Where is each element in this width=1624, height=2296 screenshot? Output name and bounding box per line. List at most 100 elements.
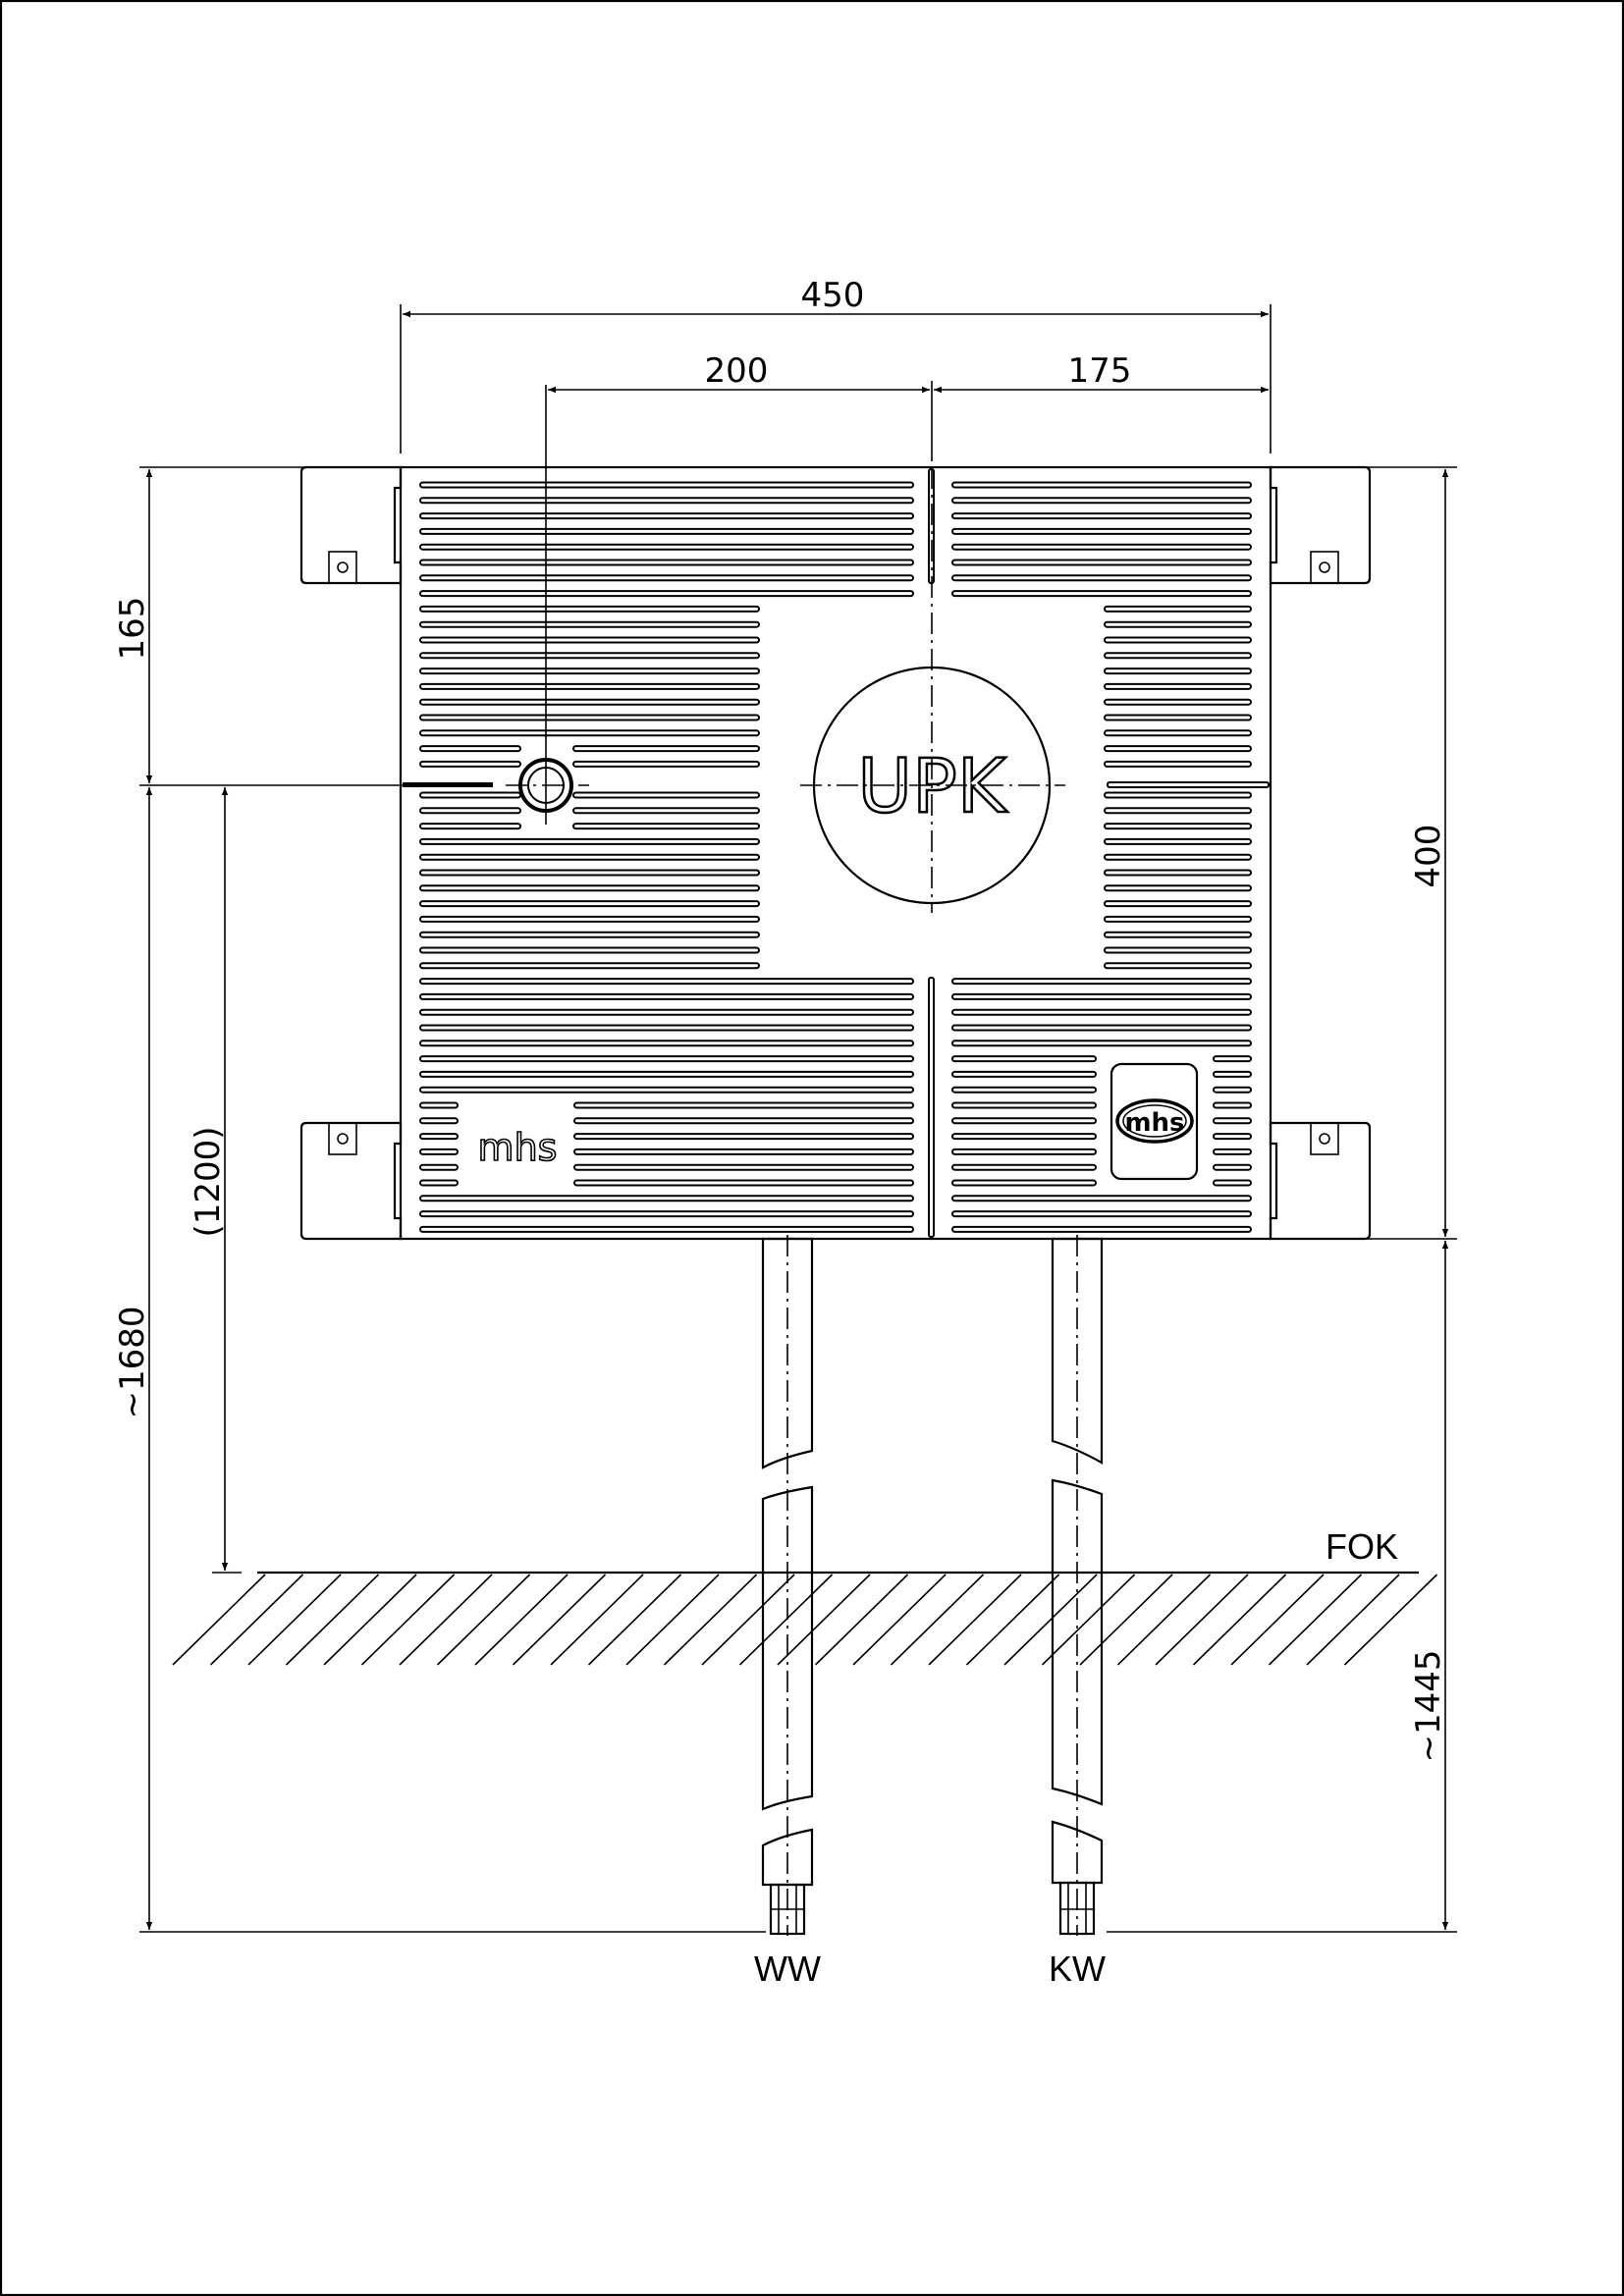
mhs-logo-plate-right: mhs [1110, 1062, 1199, 1181]
rib [419, 527, 914, 535]
rib [572, 760, 760, 768]
mounting-bracket-bottom-right [1269, 1121, 1372, 1241]
rib [419, 1086, 914, 1094]
hatch-line [1268, 1574, 1363, 1666]
rib [419, 1024, 914, 1032]
hatch-line [1003, 1574, 1098, 1666]
rib [572, 823, 760, 830]
rib [1104, 869, 1252, 877]
rib [1104, 946, 1252, 954]
rib [419, 1179, 459, 1187]
rib [1104, 807, 1252, 815]
rib [951, 1179, 1097, 1187]
rib [1104, 636, 1252, 644]
rib [419, 837, 760, 845]
dim-1445: ~1445 [1409, 1649, 1448, 1762]
rib [1104, 667, 1252, 675]
rib [951, 543, 1252, 551]
rib [1104, 853, 1252, 861]
hatch-line [172, 1574, 266, 1666]
hatch-line [1230, 1574, 1325, 1666]
pipe-label-kw: KW [1049, 1949, 1106, 1989]
left-side-stub [403, 782, 493, 787]
rib [419, 729, 760, 737]
hatch-line [928, 1574, 1022, 1666]
rib [419, 900, 760, 908]
rib [419, 605, 760, 613]
hatch-line [1343, 1574, 1438, 1666]
mounting-bracket-top-left [299, 465, 403, 585]
rib [419, 481, 914, 489]
rib [951, 1225, 1252, 1233]
hatch-line [360, 1574, 456, 1666]
rib [573, 1179, 914, 1187]
dim-450: 450 [801, 276, 865, 315]
rib [1104, 652, 1252, 660]
hatch-line [1041, 1574, 1136, 1666]
rib [1104, 884, 1252, 892]
rib [573, 1133, 914, 1141]
rib [573, 1101, 914, 1109]
hatch-line [323, 1574, 417, 1666]
rib [1104, 760, 1252, 768]
right-side-stub [1107, 781, 1270, 788]
rib [1213, 1117, 1252, 1125]
hatch-line [701, 1574, 795, 1666]
rib [419, 636, 760, 644]
hatch-line [1116, 1574, 1212, 1666]
rib [1104, 915, 1252, 923]
rib [951, 1163, 1097, 1171]
rib [419, 745, 521, 753]
hatch-line [399, 1574, 493, 1666]
rib [1104, 682, 1252, 690]
rib [1213, 1086, 1252, 1094]
rib [419, 497, 914, 505]
rib [419, 1195, 914, 1202]
rib [951, 527, 1252, 535]
hatch-line [474, 1574, 568, 1666]
rib [419, 992, 914, 1000]
rib [1213, 1148, 1252, 1155]
hatch-line [550, 1574, 644, 1666]
rib [419, 682, 760, 690]
rib [573, 1163, 914, 1171]
hatch-line [777, 1574, 871, 1666]
hatch-line [587, 1574, 682, 1666]
rib [1213, 1101, 1252, 1109]
rib [951, 1133, 1097, 1141]
hatch-line [1192, 1574, 1287, 1666]
dim-1200: (1200) [189, 1126, 228, 1237]
hatch-line [1155, 1574, 1249, 1666]
rib [1104, 605, 1252, 613]
rib [419, 1117, 459, 1125]
rib [1104, 745, 1252, 753]
rib [419, 667, 760, 675]
rib [572, 791, 760, 799]
rib [419, 823, 521, 830]
rib [951, 1117, 1097, 1125]
floor-label: FOK [1326, 1526, 1398, 1567]
rib [1104, 698, 1252, 706]
rib [951, 992, 1252, 1000]
mounting-bracket-bottom-left [299, 1121, 403, 1241]
hatch-line [965, 1574, 1060, 1666]
rib [951, 481, 1252, 489]
hatch-line [436, 1574, 531, 1666]
hatch-line [209, 1574, 304, 1666]
hatch-line [285, 1574, 380, 1666]
rib [1104, 714, 1252, 721]
rib [419, 574, 914, 582]
rib [1213, 1163, 1252, 1171]
rib [419, 884, 760, 892]
rib [419, 543, 914, 551]
rib [419, 1040, 914, 1047]
hatch-line [852, 1574, 947, 1666]
rib [419, 1070, 914, 1078]
dim-400: 400 [1409, 825, 1448, 888]
rib [419, 512, 914, 520]
rib [951, 512, 1252, 520]
rib [951, 497, 1252, 505]
rib [572, 745, 760, 753]
